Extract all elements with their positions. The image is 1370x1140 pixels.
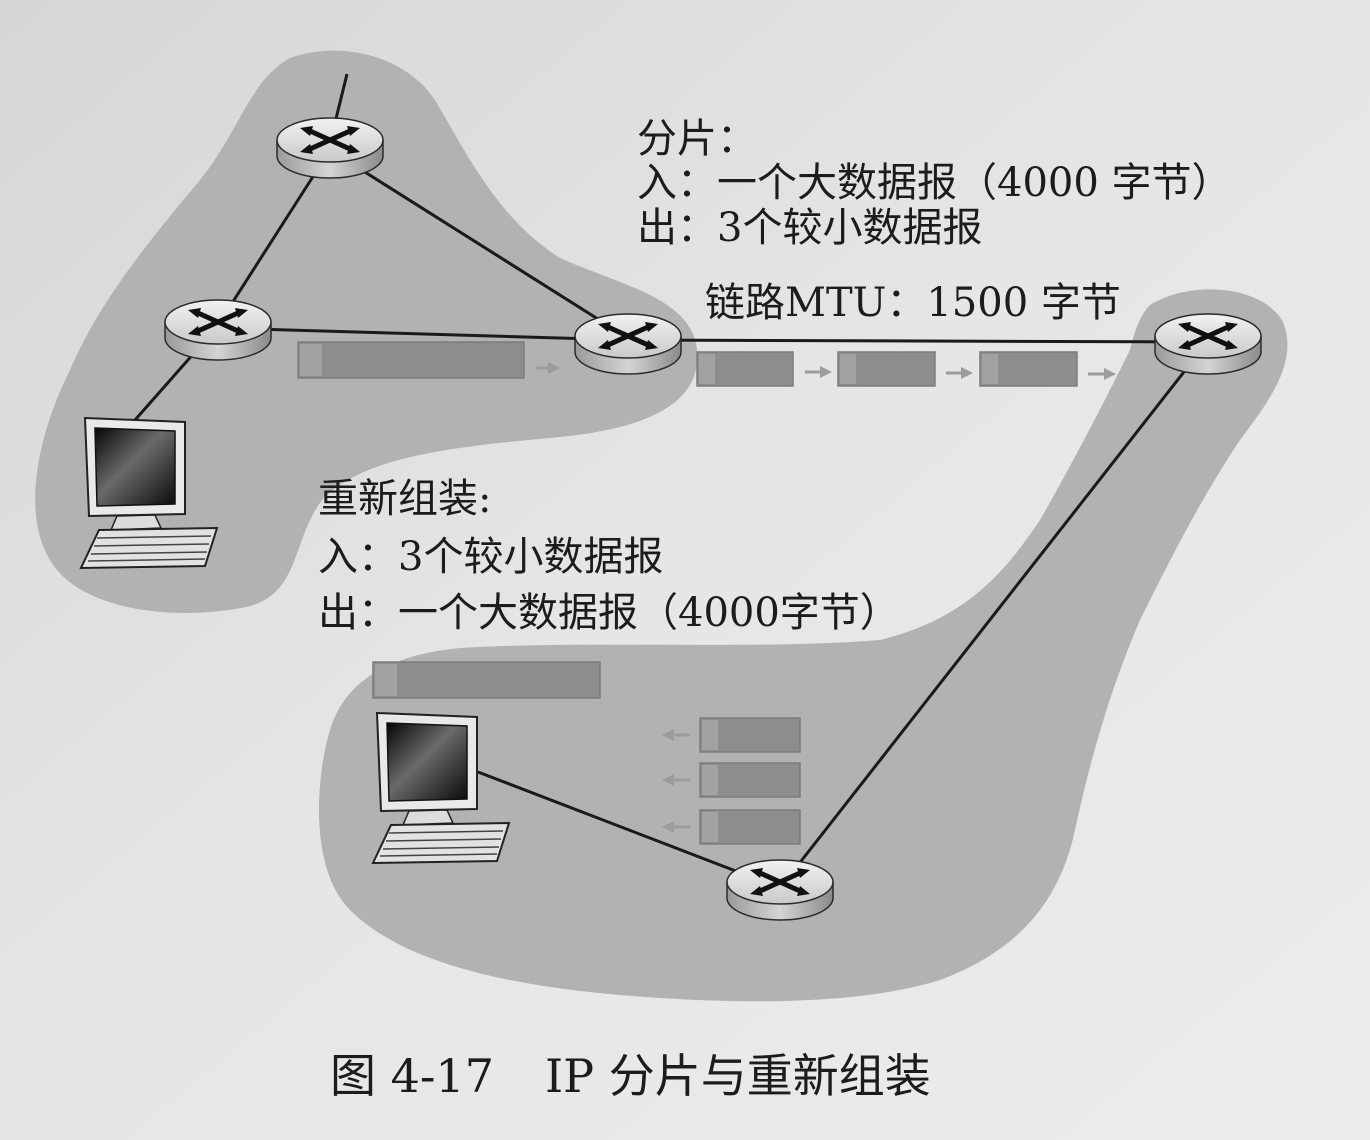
link-line <box>216 149 332 326</box>
reassembly-input: 入：3个较小数据报 <box>318 534 663 580</box>
arrow-icon <box>662 821 690 833</box>
router-icon <box>1155 314 1261 374</box>
arrow-icon <box>946 367 973 379</box>
reassembly-output: 出：一个大数据报（4000字节） <box>318 590 900 636</box>
fragment-header <box>840 354 856 384</box>
link-line <box>477 770 781 890</box>
datagram-fragment <box>979 351 1078 387</box>
fragmentation-title: 分片： <box>637 116 757 162</box>
fragmentation-input: 入：一个大数据报（4000 字节） <box>637 160 1232 206</box>
datagram-block <box>372 661 601 699</box>
link-mtu-label: 链路MTU：1500 字节 <box>705 280 1121 326</box>
arrow-icon <box>805 366 832 378</box>
datagram-header <box>375 664 397 696</box>
datagram-fragment <box>699 717 801 753</box>
datagram-fragment <box>699 809 801 845</box>
network-cloud-right <box>318 289 1288 1002</box>
router-icon <box>575 314 681 374</box>
router-icon <box>165 300 271 360</box>
fragment-header <box>699 354 715 384</box>
figure-number: 图 4-17 <box>330 1049 494 1103</box>
link-line <box>329 148 629 340</box>
arrow-icon <box>662 774 690 786</box>
fragment-header <box>702 812 718 842</box>
datagram-fragment <box>837 351 936 387</box>
datagram-fragment <box>699 762 801 798</box>
datagram-large <box>372 661 601 699</box>
arrow-icon <box>1088 368 1116 380</box>
datagram-fragment <box>696 351 794 387</box>
arrow-icon <box>536 362 560 374</box>
arrow-icon <box>662 729 690 741</box>
fragment-header <box>702 720 718 750</box>
link-line <box>778 344 1207 889</box>
figure-title: IP 分片与重新组装 <box>545 1049 931 1103</box>
datagram-header <box>300 344 322 376</box>
link-line <box>627 338 1209 344</box>
fragment-header <box>982 354 998 384</box>
fragment-header <box>702 765 718 795</box>
fragmentation-output: 出：3个较小数据报 <box>637 205 982 251</box>
router-icon <box>727 860 833 920</box>
router-icon <box>277 118 383 178</box>
link-line <box>217 326 629 342</box>
datagram-large <box>297 341 525 379</box>
reassembly-title: 重新组装: <box>318 476 491 522</box>
datagram-block <box>297 341 525 379</box>
